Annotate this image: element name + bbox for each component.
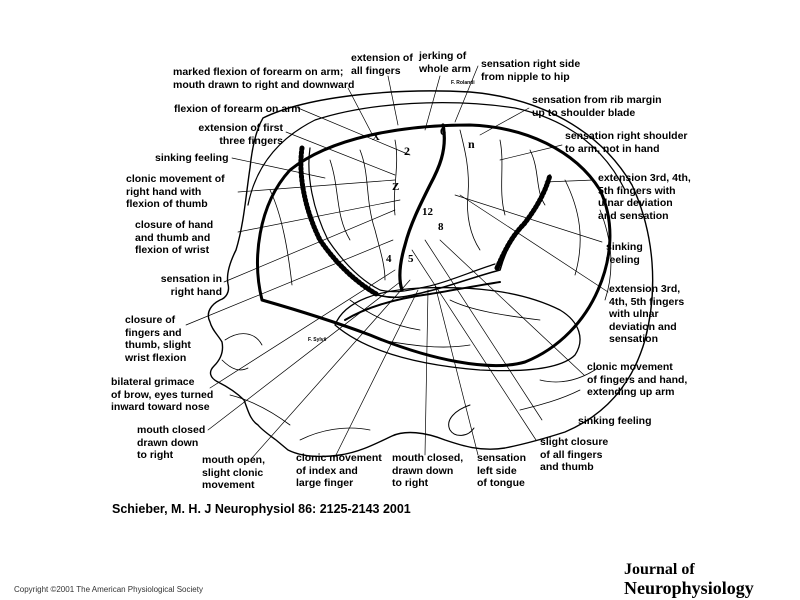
citation: Schieber, M. H. J Neurophysiol 86: 2125-… bbox=[112, 502, 411, 516]
label-sensation-nipple-hip: sensation right side from nipple to hip bbox=[481, 58, 581, 83]
label-sensation-left-tongue: sensation left side of tongue bbox=[477, 452, 527, 489]
label-mouth-closed-right: mouth closed drawn down to right bbox=[137, 424, 206, 461]
marker-z: Z bbox=[392, 181, 399, 193]
fissure-label-sylvii: F. Sylvii bbox=[308, 337, 327, 343]
marker-n: n bbox=[468, 137, 475, 151]
temporal-lobe bbox=[334, 286, 581, 372]
label-flexion-forearm: flexion of forearm on arm bbox=[174, 103, 301, 115]
marker-6: 6 bbox=[440, 124, 446, 138]
marker-x: X bbox=[372, 131, 380, 143]
skull-inner bbox=[247, 102, 626, 206]
ear bbox=[448, 404, 475, 436]
marker-2a: 2 bbox=[404, 144, 410, 158]
label-mouth-closed-drawn: mouth closed, drawn down to right bbox=[392, 452, 464, 489]
hatched-edge-right bbox=[494, 172, 553, 271]
marker-8: 8 bbox=[438, 221, 444, 233]
hatched-edge-left bbox=[298, 145, 381, 298]
leader-lines bbox=[185, 65, 609, 459]
label-clonic-index-large: clonic movement of index and large finge… bbox=[296, 452, 382, 489]
label-extension-345-b: extension 3rd, 4th, 5th fingers with uln… bbox=[609, 283, 685, 345]
journal-logo-line1: Journal of bbox=[624, 561, 695, 578]
label-clonic-fingers-hand: clonic movement of fingers and hand, ext… bbox=[587, 361, 688, 398]
craniotomy-outline bbox=[256, 123, 612, 368]
label-sensation-rib-margin: sensation from rib margin up to shoulder… bbox=[532, 94, 662, 119]
label-sensation-right-hand: sensation in right hand bbox=[160, 273, 222, 298]
rolandic-fissure bbox=[398, 123, 446, 292]
label-sinking-feeling-1: sinking feeling bbox=[155, 152, 229, 164]
label-extension-all-fingers: extension of all fingers bbox=[351, 52, 413, 77]
marker-5: 5 bbox=[408, 253, 414, 265]
label-clonic-right-hand: clonic movement of right hand with flexi… bbox=[126, 173, 225, 210]
cortex-outline bbox=[300, 147, 551, 299]
journal-logo-line2: Neurophysiology bbox=[624, 578, 754, 598]
label-mouth-open: mouth open, slight clonic movement bbox=[202, 454, 265, 491]
label-extension-first-three: extension of first three fingers bbox=[198, 122, 283, 147]
marker-12: 12 bbox=[422, 206, 434, 218]
label-closure-fingers-thumb: closure of fingers and thumb, slight wri… bbox=[125, 314, 191, 364]
label-sinking-feeling-3: sinking feeling bbox=[578, 415, 652, 427]
marker-4: 4 bbox=[386, 253, 392, 265]
label-extension-345-a: extension 3rd, 4th, 5th fingers with uln… bbox=[598, 172, 691, 222]
head-outline bbox=[207, 90, 654, 458]
journal-logo: Journal of Neurophysiology bbox=[624, 561, 754, 597]
label-slight-closure: slight closure of all fingers and thumb bbox=[540, 436, 609, 473]
label-marked-flexion: marked flexion of forearm on arm; mouth … bbox=[173, 66, 355, 91]
sylvian-fissure bbox=[344, 281, 501, 321]
label-closure-hand-thumb: closure of hand and thumb and flexion of… bbox=[135, 219, 214, 256]
label-sinking-feeling-2: sinking feeling bbox=[606, 241, 643, 266]
label-bilateral-grimace: bilateral grimace of brow, eyes turned i… bbox=[111, 376, 214, 413]
fissure-label-rolandi: F. Rolandi bbox=[451, 80, 475, 86]
label-sensation-shoulder: sensation right shoulder to arm, not in … bbox=[565, 130, 688, 155]
label-jerking-whole-arm: jerking of whole arm bbox=[419, 50, 471, 75]
copyright-notice: Copyright ©2001 The American Physiologic… bbox=[14, 585, 203, 594]
